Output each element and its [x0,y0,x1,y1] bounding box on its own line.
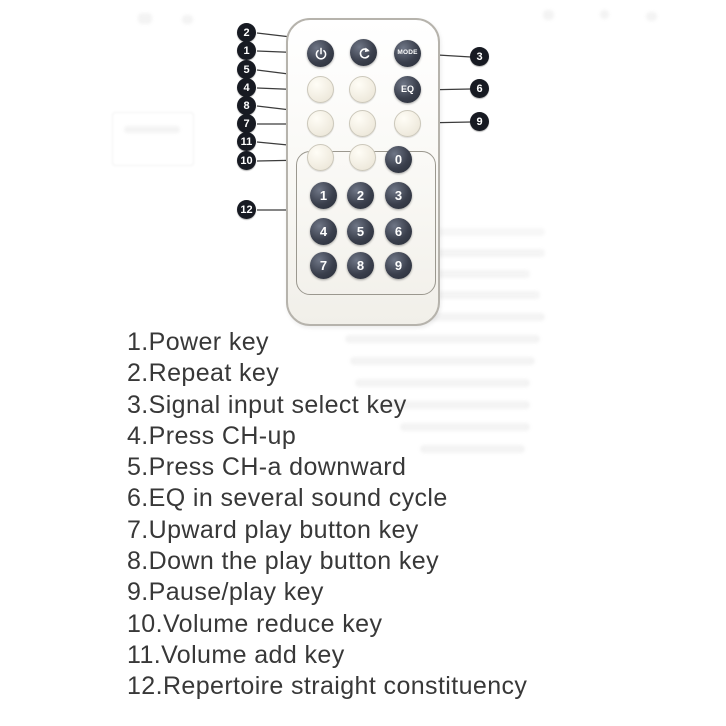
eq-button: EQ [394,76,421,103]
volume-reduce-button [307,144,334,171]
scan-artifact [124,126,180,133]
digit-5-button: 5 [347,218,374,245]
legend-item-1: 1.Power key [127,328,269,356]
digit-9-button: 9 [385,252,412,279]
digit-4-button: 4 [310,218,337,245]
repeat-button [350,39,377,66]
legend-item-12: 12.Repertoire straight constituency [127,672,528,701]
key-legend: 1.Power key 2.Repeat key 3.Signal input … [127,327,527,703]
callout-badge-1: 1 [237,41,256,60]
legend-item-7: 7.Upward play button key [127,515,419,544]
legend-item-3: 3.Signal input select key [127,390,407,419]
legend-item-8: 8.Down the play button key [127,547,439,576]
upward-play-button [307,110,334,137]
legend-item-10: 10.Volume reduce key [127,609,383,638]
legend-item-2: 2.Repeat key [127,359,280,388]
callout-badge-2: 2 [237,23,256,42]
ch-down-button [349,76,376,103]
digit-1-button: 1 [310,182,337,209]
scan-artifact [646,12,657,21]
callout-badge-6: 6 [470,79,489,98]
power-button [307,40,334,67]
volume-add-button [349,144,376,171]
callout-badge-11: 11 [237,132,256,151]
scan-artifact [345,335,540,343]
callout-badge-7: 7 [237,114,256,133]
scan-artifact [112,112,194,166]
callout-badge-12: 12 [237,200,256,219]
scan-artifact [330,313,545,321]
scan-artifact [600,10,609,19]
digit-2-button: 2 [347,182,374,209]
legend-item-6: 6.EQ in several sound cycle [127,484,448,513]
legend-item-4: 4.Press CH-up [127,421,297,450]
digit-6-button: 6 [385,218,412,245]
callout-badge-5: 5 [237,60,256,79]
scan-artifact [138,13,152,24]
callout-badge-4: 4 [237,78,256,97]
scan-artifact [400,423,530,431]
scan-artifact [543,10,554,20]
scan-artifact [340,291,540,299]
digit-3-button: 3 [385,182,412,209]
scan-artifact [380,401,530,409]
legend-item-9: 9.Pause/play key [127,578,324,607]
legend-item-11: 11.Volume add key [127,640,345,669]
legend-item-5: 5.Press CH-a downward [127,453,407,482]
scan-artifact [182,15,193,24]
digit-0-button: 0 [385,146,412,173]
digit-8-button: 8 [347,252,374,279]
callout-badge-10: 10 [237,151,256,170]
ch-up-button [307,76,334,103]
scan-artifact [420,445,525,453]
pause-play-button [394,110,421,137]
scan-artifact [355,379,530,387]
callout-badge-8: 8 [237,96,256,115]
down-play-button [349,110,376,137]
repeat-arrow-icon [359,47,370,59]
mode-button-label: MODE [397,49,418,57]
scan-artifact [350,357,535,365]
digit-7-button: 7 [310,252,337,279]
callout-badge-3: 3 [470,47,489,66]
power-icon [315,47,326,60]
mode-button: MODE [394,40,421,67]
eq-button-label: EQ [400,84,414,94]
callout-badge-9: 9 [470,112,489,131]
